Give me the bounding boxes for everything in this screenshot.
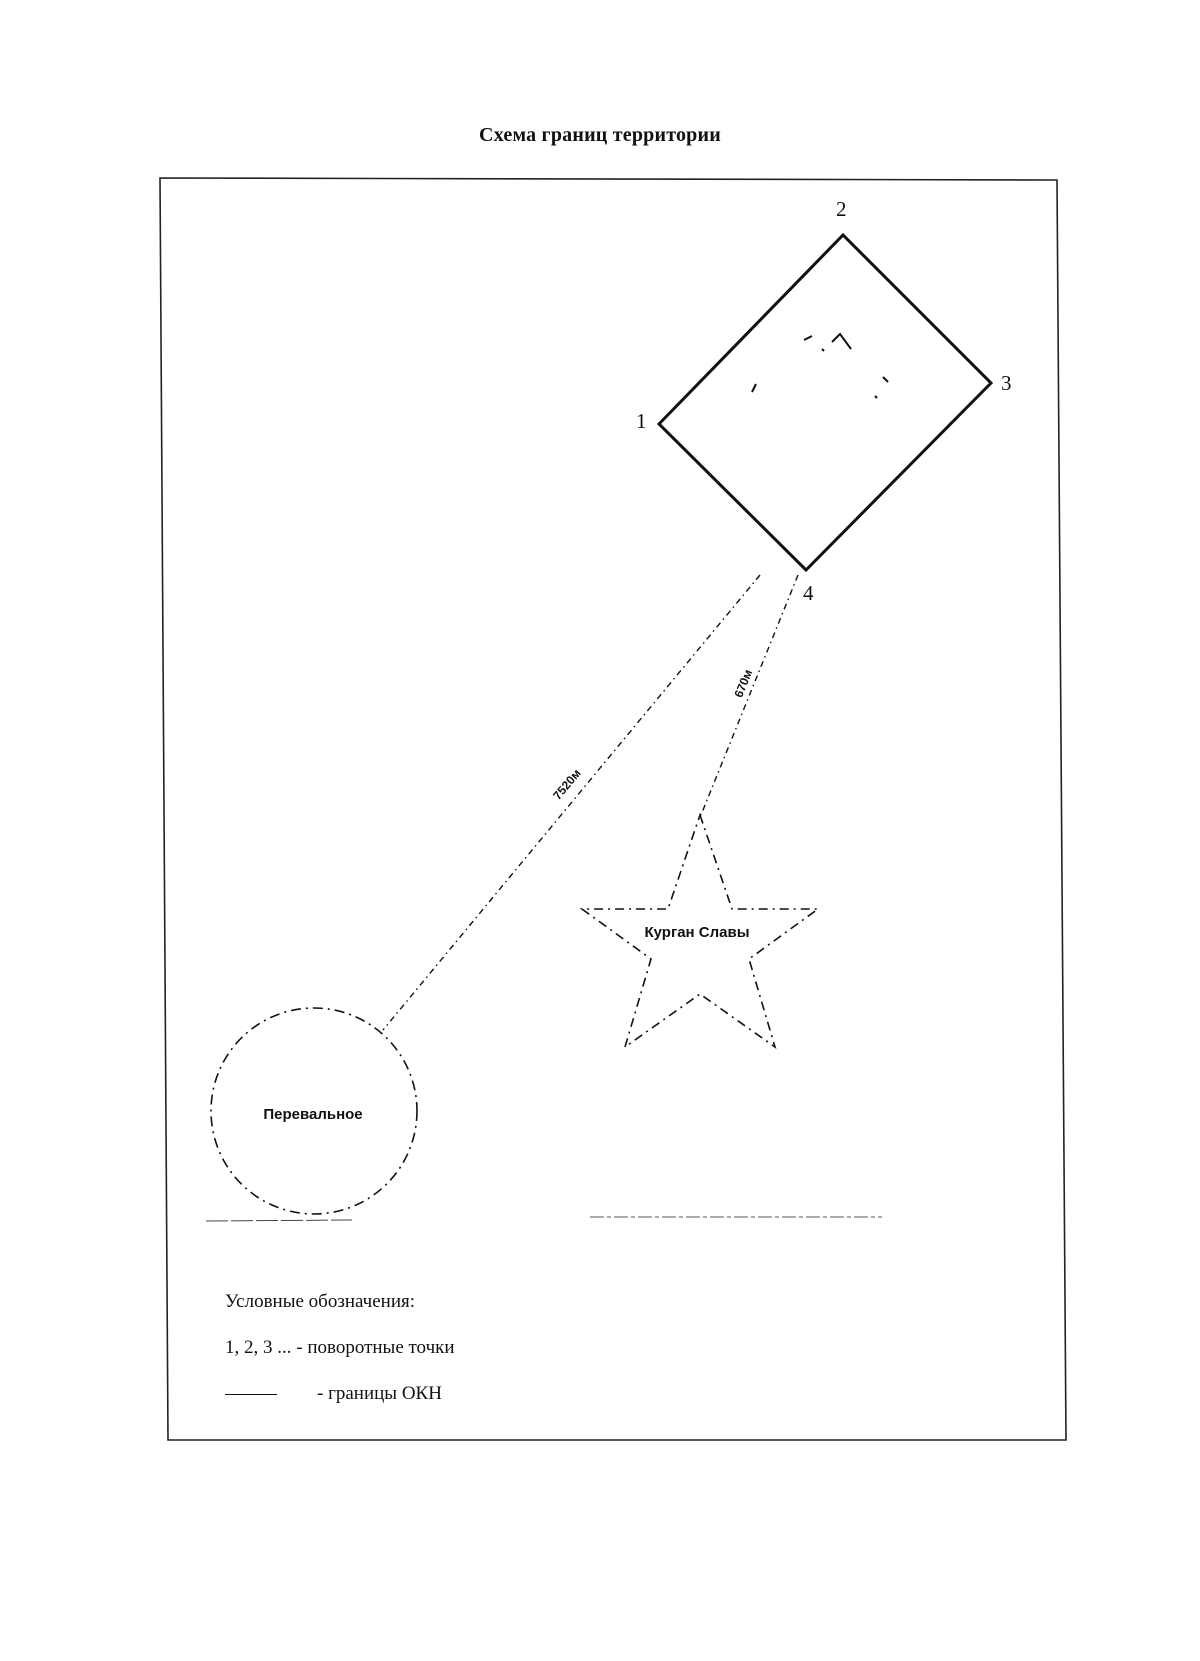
inner-marks [751, 332, 889, 399]
distance-label-kurgan: 670м [731, 667, 755, 699]
turning-point-1: 1 [636, 409, 647, 433]
turning-point-2: 2 [836, 197, 847, 221]
scheme-frame [159, 177, 1067, 1441]
distance-label-pereval: 7520м [550, 766, 584, 802]
kurgan-slavy-label: Курган Славы [644, 924, 749, 941]
turning-point-4: 4 [803, 581, 814, 605]
distance-line-pereval [382, 574, 761, 1031]
legend: Условные обозначения: 1, 2, 3 ... - пово… [225, 1290, 455, 1428]
legend-boundary-row: - границы ОКН [225, 1382, 455, 1428]
legend-turning-points: 1, 2, 3 ... - поворотные точки [225, 1337, 455, 1358]
page-title: Схема границ территории [479, 124, 721, 146]
okn-boundary [656, 232, 994, 573]
legend-heading: Условные обозначения: [225, 1291, 416, 1312]
legend-boundary-label: - границы ОКН [317, 1383, 442, 1404]
boundary-line-sample [225, 1394, 277, 1395]
perevalnoe-circle [210, 1007, 418, 1215]
baseline-mark-left [205, 1219, 353, 1222]
distance-line-kurgan [700, 574, 799, 816]
turning-point-3: 3 [1001, 371, 1012, 395]
perevalnoe-label: Перевальное [263, 1106, 362, 1123]
